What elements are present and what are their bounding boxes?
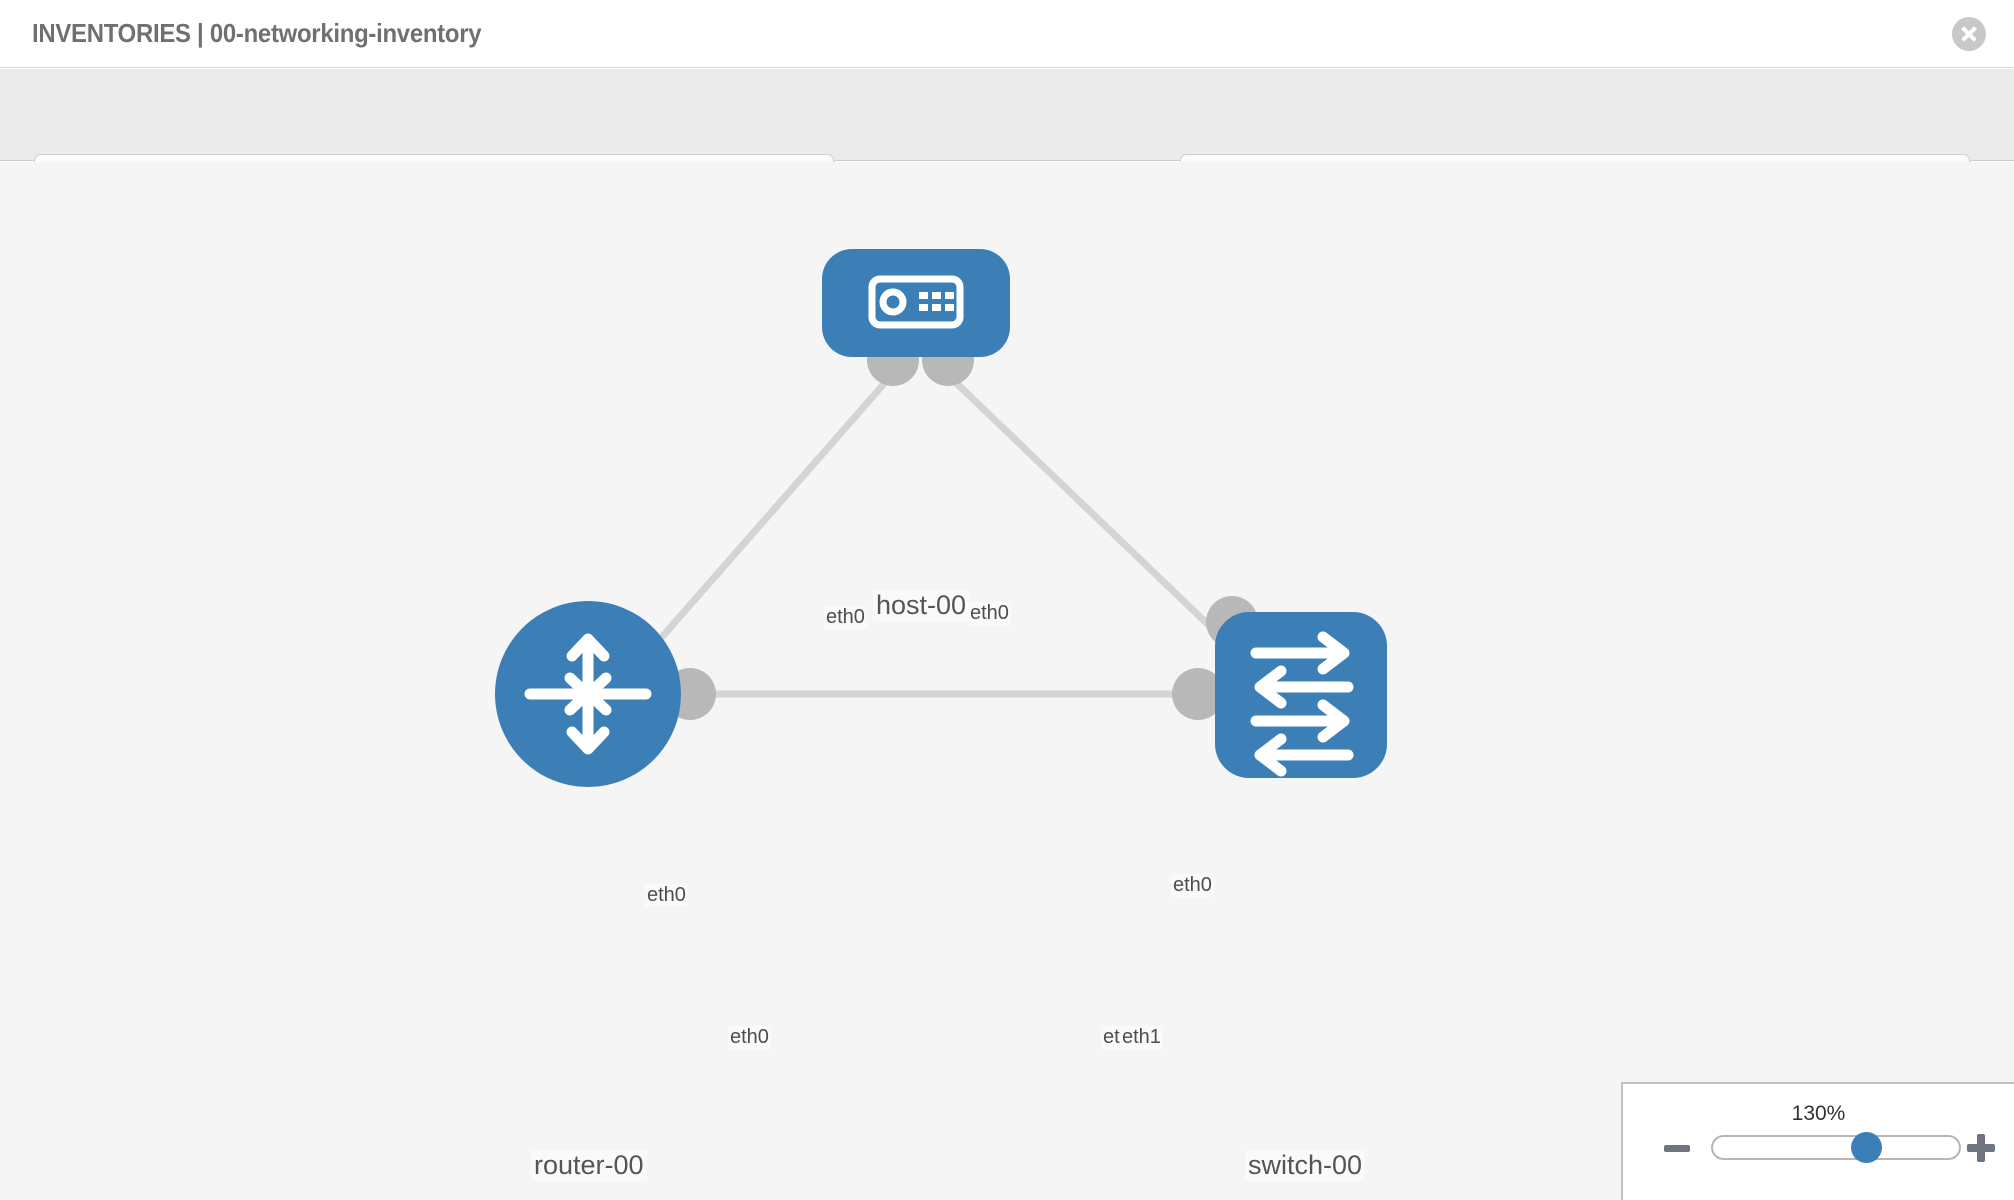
switch-arrows-icon (1250, 631, 1354, 777)
interface-label: eth0 (728, 1026, 771, 1049)
close-icon[interactable] (1952, 17, 1986, 51)
zoom-out-button[interactable] (1662, 1133, 1692, 1163)
node-router-00 (495, 601, 681, 787)
interface-label: eth1 (1120, 1026, 1163, 1049)
toolbar: ACTIONS SEARCH (0, 69, 2014, 206)
zoom-slider[interactable] (1711, 1132, 1961, 1163)
node-label-switch-00: switch-00 (1245, 1150, 1366, 1181)
page-title: INVENTORIES | 00-networking-inventory (32, 18, 482, 48)
zoom-percent-label: 130% (1791, 1102, 1846, 1125)
edge-host00-router00 (637, 374, 893, 665)
node-label-host-00: host-00 (873, 590, 970, 621)
router-arrows-icon (524, 633, 652, 755)
interface-label: eth0 (824, 606, 867, 629)
node-label-router-00: router-00 (531, 1150, 647, 1181)
node-switch-00 (1215, 612, 1387, 778)
zoom-in-button[interactable] (1966, 1133, 1996, 1163)
zoom-control-panel: 130% (1621, 1082, 2014, 1200)
edge-host00-switch00 (947, 374, 1248, 663)
interface-handle (1172, 668, 1224, 720)
interface-label: eth0 (968, 602, 1011, 625)
server-appliance-icon (868, 275, 964, 329)
interface-label: eth0 (1171, 874, 1214, 897)
interface-label: eth0 (645, 884, 688, 907)
graph-edges (637, 374, 1248, 698)
topology-canvas[interactable]: eth0 eth0 eth0 eth0 eth0 eth eth1 router… (0, 162, 2014, 1200)
zoom-slider-thumb[interactable] (1850, 1132, 1882, 1163)
node-host-00 (822, 249, 1010, 357)
page-header: INVENTORIES | 00-networking-inventory (0, 0, 2014, 68)
topology-graph (495, 249, 1387, 787)
